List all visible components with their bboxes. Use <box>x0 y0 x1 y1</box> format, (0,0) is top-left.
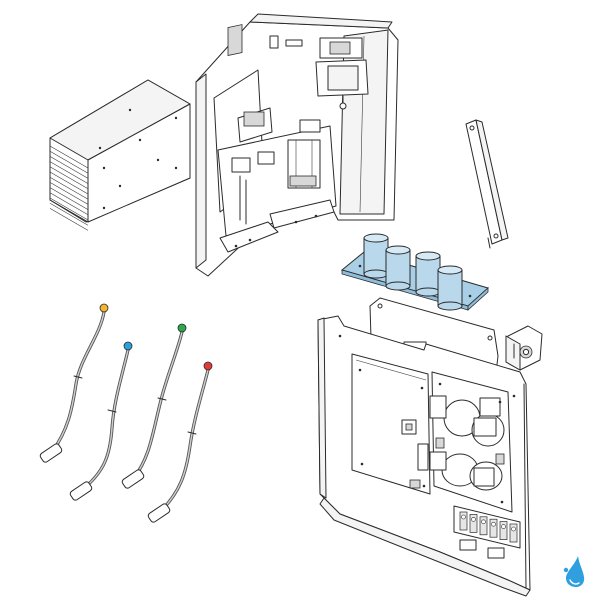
heat-sink-fin <box>49 202 89 226</box>
heat-sink-fin <box>49 187 89 210</box>
heat-sink-fin <box>49 161 89 184</box>
heat-sink-fin <box>49 166 89 190</box>
heat-sink-fin <box>49 150 89 174</box>
water-drop-logo-icon <box>563 556 585 587</box>
heat-sink-fin <box>49 197 89 221</box>
heat-sink-fin <box>49 208 89 231</box>
terminal-screw <box>489 518 498 538</box>
heat-sink-fin <box>49 156 89 179</box>
bracket-icon <box>465 119 509 249</box>
terminal-screw <box>509 523 518 543</box>
capacitor-icon <box>363 233 389 279</box>
capacitor-icon <box>437 265 463 311</box>
capacitor-board-icon <box>340 233 490 311</box>
capacitor-icon <box>415 251 441 297</box>
terminal-screw <box>499 521 508 540</box>
terminal-screw <box>479 516 488 536</box>
probe-yellow <box>39 303 109 463</box>
heat-sink-fin <box>49 182 89 205</box>
terminal-screw <box>459 511 468 531</box>
probe-icon <box>39 303 213 523</box>
electrical-box-icon <box>195 13 399 277</box>
terminal-screw <box>469 514 478 533</box>
capacitor-icon <box>385 245 411 291</box>
control-board-icon <box>317 297 531 597</box>
heat-sink-fin <box>49 145 89 169</box>
heat-sink-fin <box>49 176 89 200</box>
heat-sink-icon <box>49 79 191 231</box>
connector-icon <box>505 325 543 371</box>
heat-sink-fin <box>49 171 89 195</box>
probe-green <box>121 323 187 489</box>
probe-blue <box>69 341 133 501</box>
probe-red <box>147 361 213 523</box>
heat-sink-fin <box>49 192 89 216</box>
